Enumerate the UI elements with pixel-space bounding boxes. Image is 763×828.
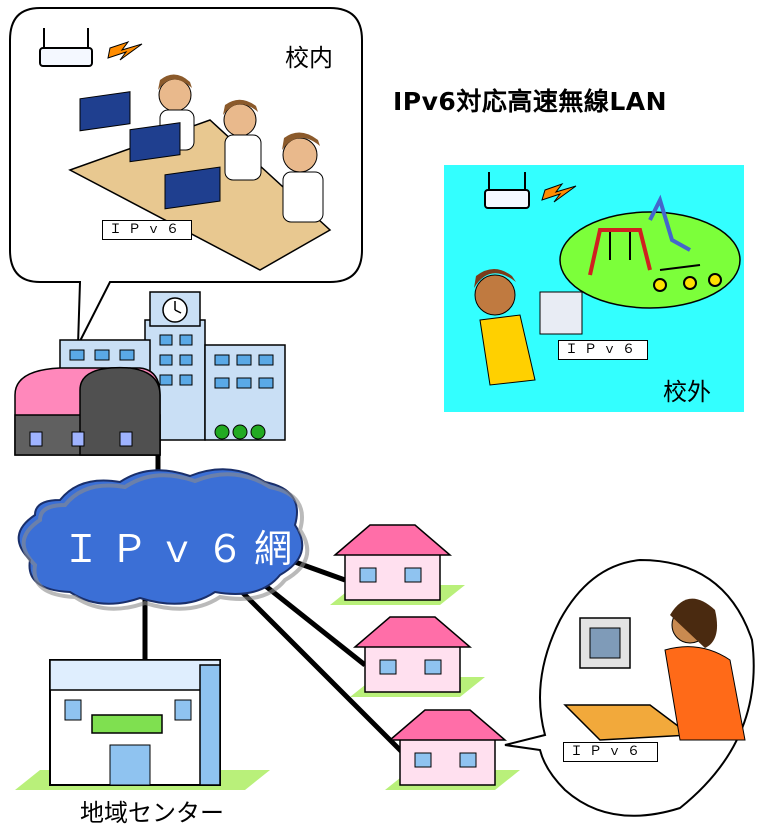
wireless-access-point-icon <box>39 28 93 67</box>
radio-signal-icon <box>107 41 143 61</box>
regional-center-label: 地域センター <box>80 799 224 827</box>
house-icon <box>330 524 465 605</box>
house-icon <box>350 616 485 697</box>
home-bubble <box>504 558 755 817</box>
diagram-title: IPv6対応高速無線LAN <box>393 87 668 116</box>
radio-signal-icon <box>541 182 577 203</box>
regional-center-building-icon <box>15 659 270 790</box>
woman-illustration <box>664 598 746 741</box>
playground-equipment <box>588 194 722 292</box>
child-illustration <box>474 269 583 386</box>
house-icon <box>385 709 520 790</box>
link-house-3 <box>238 588 412 762</box>
wireless-access-point-icon <box>484 172 530 209</box>
playground-lawn <box>559 211 741 309</box>
school-outside-label: 校外 <box>663 378 711 406</box>
link-house-2 <box>256 578 367 667</box>
network-label: ＩＰｖ６網 <box>62 527 303 571</box>
ipv6-tag-outdoor: ＩＰｖ６ <box>558 340 648 360</box>
school-building-icon <box>14 291 286 456</box>
ipv6-tag-home: ＩＰｖ６ <box>563 742 658 762</box>
students-illustration <box>79 74 324 223</box>
ipv6-network-cloud <box>17 468 310 611</box>
computer-icon <box>563 617 693 741</box>
outdoor-panel <box>444 165 744 412</box>
ipv6-tag-classroom: ＩＰｖ６ <box>102 220 192 240</box>
classroom-bubble <box>9 7 363 346</box>
school-inside-label: 校内 <box>285 44 333 72</box>
